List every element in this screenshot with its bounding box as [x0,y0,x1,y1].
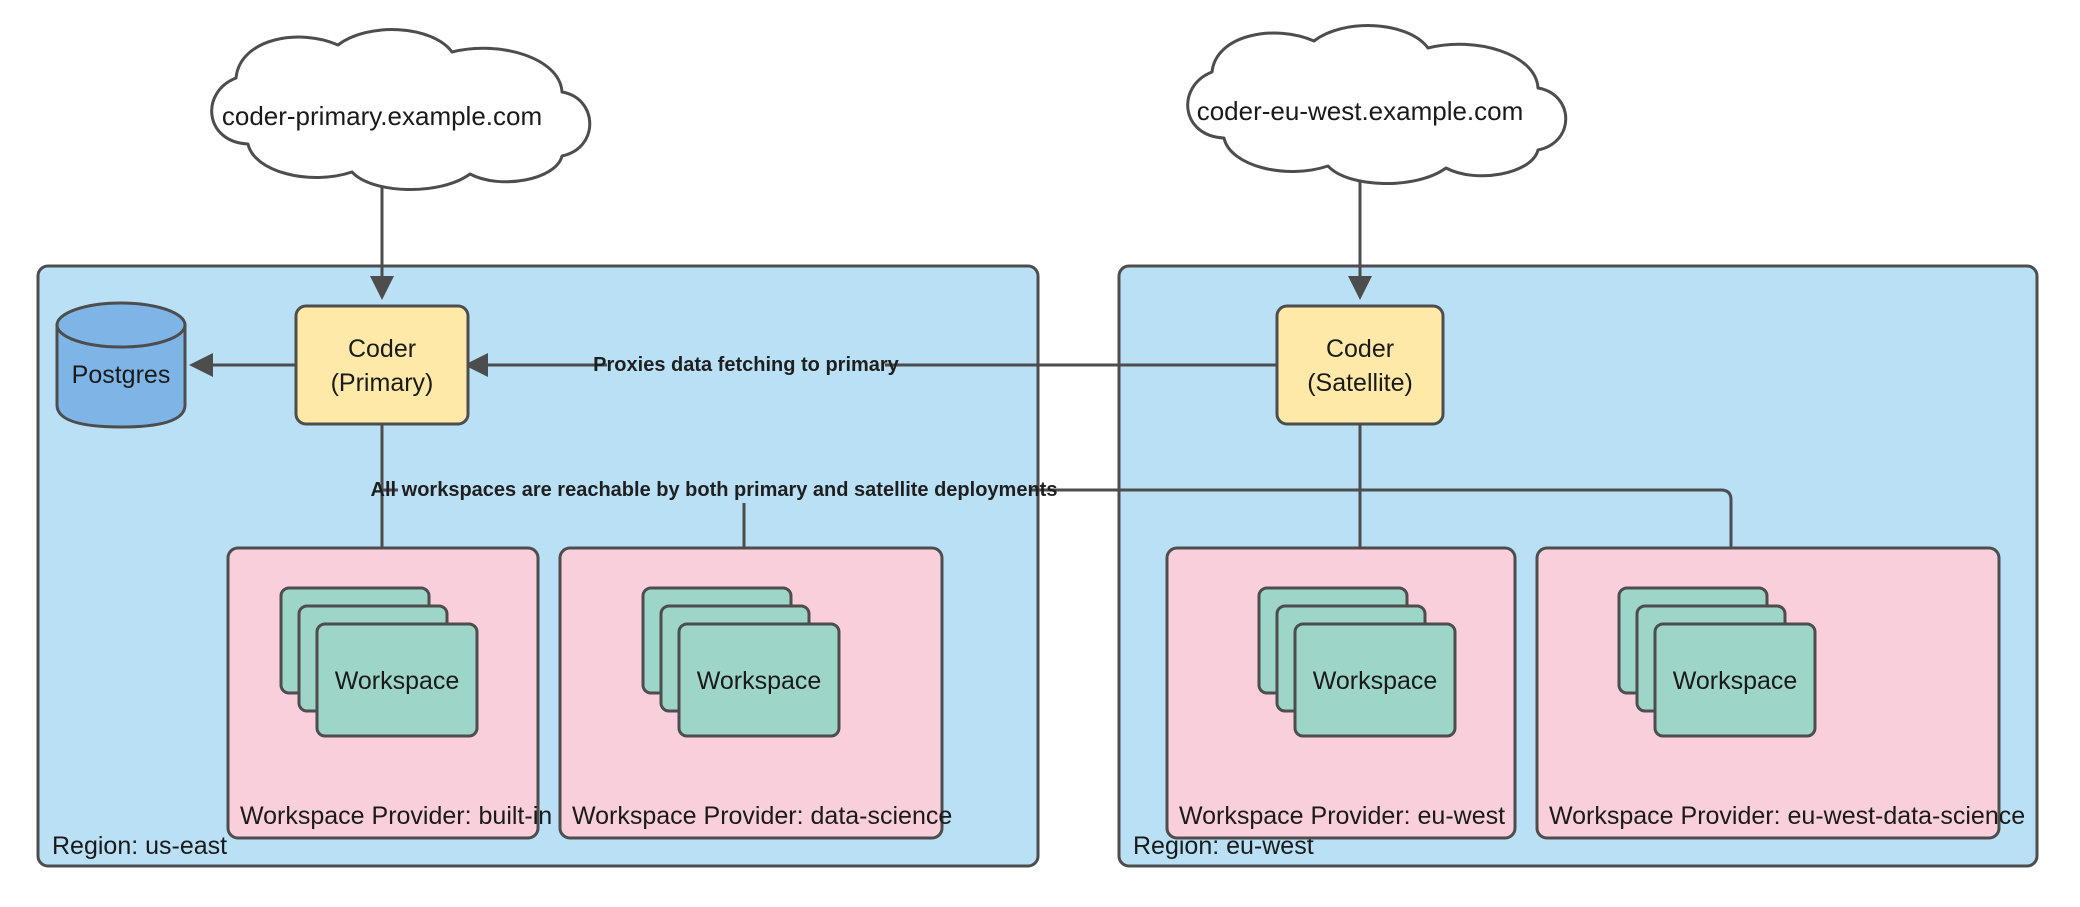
region-us-east-label: Region: us-east [52,832,227,860]
edge-label-reachable: All workspaces are reachable by both pri… [371,477,1058,503]
workspace-stack-data-science[interactable]: Workspace [641,586,841,738]
workspace-label: Workspace [1673,667,1798,695]
postgres-label: Postgres [72,361,171,389]
edge-all-workspaces-bus [382,424,1733,545]
provider-eu-west-data-science[interactable]: Workspace Workspace Provider: eu-west-da… [1535,546,2025,840]
cloud-coder-eu-west[interactable]: coder-eu-west.example.com [1186,24,1568,185]
cloud-coder-primary[interactable]: coder-primary.example.com [210,28,592,191]
database-cylinder-body [55,323,187,429]
provider-eu-west-data-science-label: Workspace Provider: eu-west-data-science [1549,802,2025,830]
workspace-label: Workspace [1313,667,1438,695]
workspace-card-front [1653,622,1817,738]
provider-built-in[interactable]: Workspace Workspace Provider: built-in [226,546,552,840]
cloud-eu-west-label: coder-eu-west.example.com [1197,96,1524,126]
workspace-card-front [1293,622,1457,738]
edge-label-proxies-text: Proxies data fetching to primary [593,354,900,376]
workspace-label: Workspace [697,667,822,695]
edge-label-proxies-backdrop [607,352,885,378]
workspace-card-front [315,622,479,738]
provider-eu-west[interactable]: Workspace Workspace Provider: eu-west [1165,546,1517,840]
workspace-stack-built-in[interactable]: Workspace [279,586,479,738]
edge-label-proxies: Proxies data fetching to primary [593,352,900,378]
coder-satellite-box [1275,304,1445,426]
cloud-shape-primary [210,28,592,191]
coder-primary-box [294,304,470,426]
coder-primary-node[interactable]: Coder (Primary) [294,304,470,426]
workspace-stack-eu-west-data-science[interactable]: Workspace [1617,586,1817,738]
workspace-label: Workspace [335,667,460,695]
provider-data-science[interactable]: Workspace Workspace Provider: data-scien… [558,546,952,840]
provider-eu-west-label: Workspace Provider: eu-west [1179,802,1505,830]
coder-primary-label-line1: Coder [348,335,416,363]
coder-primary-label-line2: (Primary) [331,369,434,397]
provider-data-science-label: Workspace Provider: data-science [572,802,952,830]
edge-label-reachable-backdrop [398,477,1030,503]
workspace-stack-eu-west[interactable]: Workspace [1257,586,1457,738]
coder-satellite-label-line2: (Satellite) [1307,369,1413,397]
coder-satellite-node[interactable]: Coder (Satellite) [1275,304,1445,426]
cloud-shape-eu-west [1186,24,1568,185]
database-cylinder-top [55,301,187,349]
cloud-primary-label: coder-primary.example.com [222,101,542,131]
edge-label-reachable-text: All workspaces are reachable by both pri… [371,479,1058,501]
coder-satellite-label-line1: Coder [1326,335,1394,363]
workspace-card-front [677,622,841,738]
provider-built-in-label: Workspace Provider: built-in [240,802,552,830]
postgres-database[interactable]: Postgres [55,301,187,429]
